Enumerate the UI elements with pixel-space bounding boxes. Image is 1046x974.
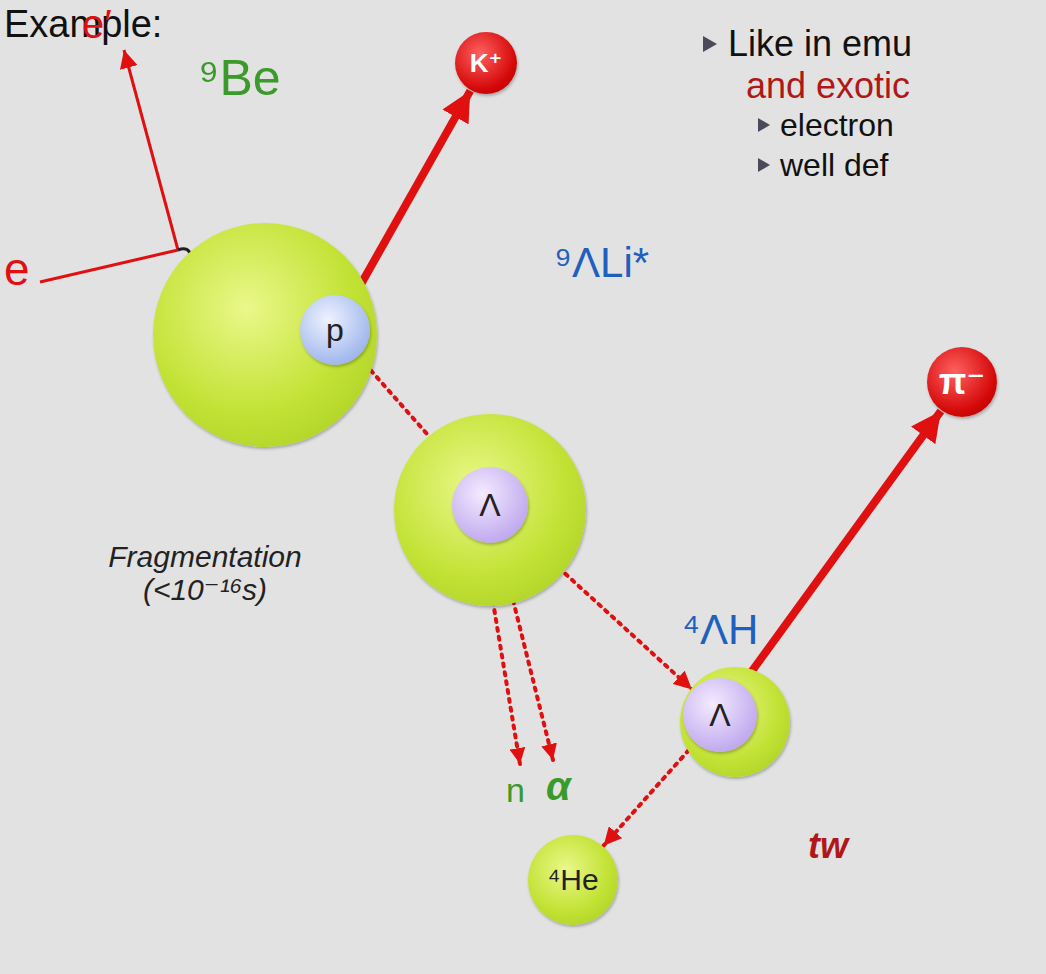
particle-label: e′: [82, 2, 112, 46]
nucleus-label: ⁴ΛH: [682, 609, 758, 651]
kaon-circle: K⁺: [455, 32, 517, 94]
nucleus-label: ⁹Be: [198, 53, 281, 103]
particle-label: e: [4, 244, 30, 295]
particle-track: [353, 91, 471, 299]
electron-in: [40, 250, 178, 282]
particle-symbol: p: [326, 314, 344, 346]
particle-symbol: π⁻: [939, 364, 986, 400]
lambda-circle: Λ: [452, 467, 528, 543]
particle-label: α: [546, 764, 571, 808]
particle-symbol: ⁴He: [547, 865, 598, 895]
bullet-text: well def: [780, 148, 889, 183]
proton-circle: p: [300, 295, 370, 365]
particle-track: [742, 411, 940, 684]
bullet: [758, 118, 770, 132]
nucleus-circle: p⁹Be: [153, 223, 377, 447]
process-note: Fragmentation (<10⁻¹⁶s): [90, 540, 320, 606]
electron-out: [124, 50, 178, 250]
bullet-text: tw: [808, 826, 848, 866]
bullet-text: electron: [780, 108, 894, 143]
transfer-arrow: [604, 743, 695, 845]
lambda-circle: Λ: [683, 678, 757, 752]
particle-label: n: [506, 772, 525, 809]
bullet-text: Like in emu: [728, 24, 912, 64]
bullet: [703, 36, 717, 52]
hypernucleus-circle: Λ⁴ΛH: [680, 667, 790, 777]
bullet: [758, 158, 770, 172]
helium-circle: ⁴He: [528, 835, 618, 925]
pion-circle: π⁻: [927, 347, 997, 417]
hypernucleus-circle: Λ⁹ΛLi*: [394, 414, 586, 606]
nucleus-label: ⁹ΛLi*: [554, 242, 649, 284]
particle-symbol: Λ: [479, 489, 500, 521]
particle-symbol: K⁺: [470, 50, 503, 76]
particle-symbol: Λ: [709, 699, 730, 731]
bullet-text: and exotic: [746, 66, 910, 106]
